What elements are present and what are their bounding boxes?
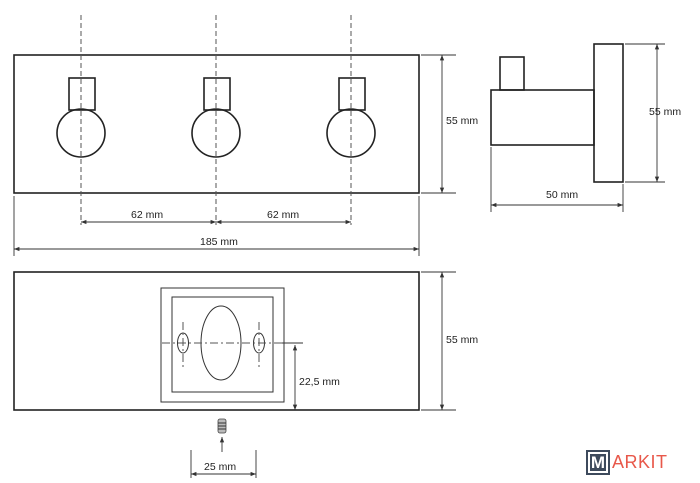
markit-logo: M ARKIT	[586, 450, 668, 475]
dim-back-height: 55 mm	[421, 271, 478, 411]
front-view: 55 mm 62 mm 62 mm 185 mm	[13, 15, 478, 256]
svg-text:62 mm: 62 mm	[267, 209, 299, 221]
dim-hook-spacing: 62 mm 62 mm	[81, 209, 351, 225]
svg-text:55 mm: 55 mm	[446, 334, 478, 346]
svg-text:55 mm: 55 mm	[649, 106, 681, 118]
hook-2	[191, 15, 241, 225]
mount-plate-inner	[171, 296, 274, 393]
svg-text:22,5 mm: 22,5 mm	[299, 376, 340, 388]
dim-screw-offset: 25 mm	[190, 450, 257, 478]
dim-side-height: 55 mm	[625, 43, 681, 183]
hook-arm	[490, 89, 595, 146]
dim-total-width: 185 mm	[13, 196, 420, 256]
back-plate	[13, 271, 420, 411]
dim-label: 55 mm	[446, 115, 478, 127]
set-screw-icon	[217, 418, 227, 452]
wall-plate	[593, 43, 624, 183]
svg-text:185 mm: 185 mm	[200, 236, 238, 248]
mount-plate-outer	[160, 287, 285, 403]
svg-text:25 mm: 25 mm	[204, 461, 236, 473]
back-view: 22,5 mm 55 mm 25 mm	[13, 271, 478, 478]
svg-text:62 mm: 62 mm	[131, 209, 163, 221]
dim-mount-height: 22,5 mm	[292, 345, 340, 410]
dim-front-height: 55 mm	[421, 54, 478, 194]
hook-tip	[499, 56, 525, 91]
side-view: 55 mm 50 mm	[490, 43, 681, 212]
hook-1	[56, 15, 106, 225]
logo-mark: M	[586, 450, 610, 475]
dim-side-depth: 50 mm	[490, 147, 624, 212]
svg-text:50 mm: 50 mm	[546, 189, 578, 201]
hook-3	[326, 15, 376, 225]
logo-text: ARKIT	[612, 452, 668, 472]
